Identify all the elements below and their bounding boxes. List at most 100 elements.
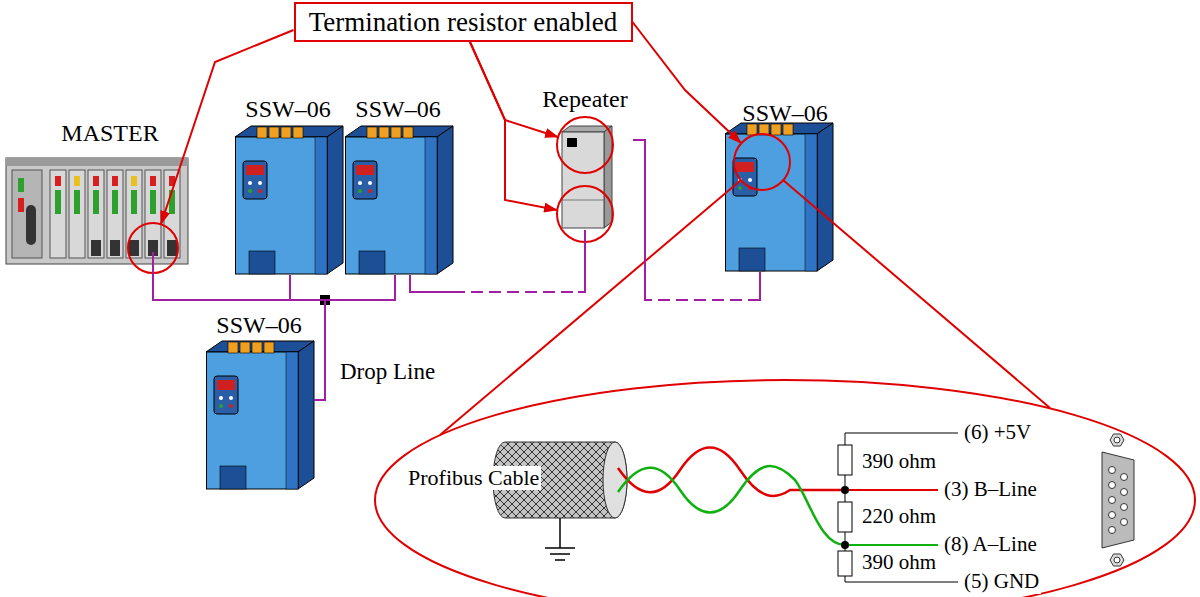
detail-callout [440,180,741,435]
pin-name: (5) GND [962,570,1041,593]
repeater-unit [562,132,604,228]
db9-connector [1110,434,1124,446]
node-title: SSW–06 [355,96,440,122]
plc-master [131,176,137,186]
plc-master [55,190,61,214]
db9-connector [1121,489,1128,496]
termination-network [838,433,958,582]
soft-starter: SSW–06 [344,96,452,275]
plc-master [93,176,99,186]
pin-name: (6) +5V [962,421,1033,444]
soft-starter [725,123,833,271]
plc-master [88,170,104,258]
soft-starter: SSW–06 [731,100,839,272]
soft-starter: SSW–06 [204,312,314,490]
bus-cable [633,140,760,300]
repeater-unit [604,126,612,228]
termination-network [845,576,846,582]
plc-master [131,190,137,214]
plc-master [145,170,161,258]
pointer-arrow [470,42,557,210]
termination-network [841,486,849,494]
db9-connector [1102,452,1134,548]
detail-callout [375,180,1195,597]
plc-master [26,205,36,245]
plc-master [93,190,99,214]
plc-master [167,240,177,256]
repeater-unit: Repeater [537,86,633,230]
soft-starter [206,123,833,489]
profibus-cable [493,442,627,560]
repeater-unit [567,138,577,147]
soft-starter [345,126,453,274]
plc-master [6,158,188,266]
plc-master [18,178,24,192]
bus-cable [410,230,585,292]
bus-cable [290,275,395,300]
plc-master: MASTER [10,120,210,265]
plc-master [74,176,80,186]
db9-connector [1109,467,1116,474]
detail-callout [375,380,1195,597]
node-title: MASTER [61,120,158,146]
repeater-unit [562,200,604,201]
plc-master [129,240,139,256]
db9-connector [1121,504,1128,511]
soft-starter [206,341,314,489]
highlight-circle [734,134,790,190]
cable-label: Profibus Cable [406,466,541,490]
db9-connector [1110,554,1124,566]
termination-network [845,582,958,583]
plc-master [107,170,123,258]
profibus-cable [603,442,627,518]
plc-master [12,170,42,258]
db9-connector [1109,512,1116,519]
termination-network [845,489,938,491]
node-title: Termination resistor enabled [309,8,618,38]
pin-name: (3) B–Line [942,478,1039,501]
profibus-cable [545,547,575,549]
pointer-arrow [161,30,294,224]
db9-connector [1114,437,1120,443]
profibus-cable [555,559,565,561]
pin-name: (8) A–Line [942,533,1039,556]
termination-network [841,541,849,549]
node-title: SSW–06 [216,312,301,338]
resistor-symbol [838,502,852,532]
plc-master [110,240,120,256]
db9-connector [1109,527,1116,534]
db9-connector [1114,557,1120,563]
termination-network [845,433,958,434]
plc-master [18,198,24,212]
pointer-arrow [633,22,742,143]
db9-connector [1109,497,1116,504]
twisted-pair [618,448,845,496]
line-label: Drop Line [338,359,437,384]
cable-gap [465,290,578,294]
highlight-circle [128,117,790,273]
termination-network [845,433,846,445]
db9-connector [1121,474,1128,481]
db9-connector [1121,519,1128,526]
resistor-symbol [838,445,852,475]
profibus-cable [559,518,561,548]
resistor-symbol [838,551,852,576]
plc-master [112,190,118,214]
twisted-pair [618,448,845,546]
plc-master [150,176,156,186]
highlight-circle [557,117,613,173]
db9-connector [1109,482,1116,489]
repeater-unit [562,126,612,228]
node-title: SSW–06 [245,96,330,122]
node-title: Repeater [542,86,627,112]
bus-cable [153,265,290,300]
soft-starter: SSW–06 [234,96,342,275]
plc-master [6,158,188,264]
plc-master [55,176,61,186]
callout-box: Termination resistor enabled [294,2,633,42]
plc-master [91,240,101,256]
resistor-value: 220 ohm [860,505,938,528]
plc-master [50,170,66,258]
termination-network [845,544,938,546]
